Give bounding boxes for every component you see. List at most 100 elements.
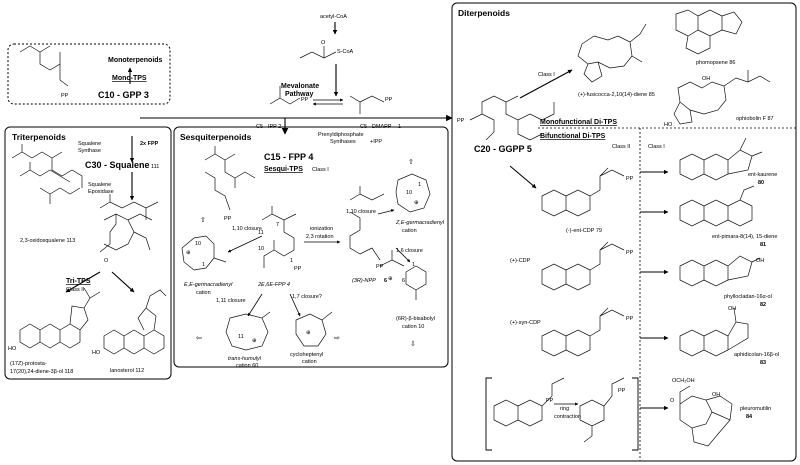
bisabolyl-structure bbox=[379, 250, 427, 300]
cycloheptenyl-structure bbox=[295, 311, 333, 347]
aphidicolanol-structure bbox=[679, 307, 749, 357]
ze-germacradienyl-label-1: Z,E-germacradienyl bbox=[395, 220, 445, 226]
ze-cation-plus: ⊕ bbox=[414, 200, 419, 206]
closure-110-left-label: 1,10 closure bbox=[232, 226, 262, 232]
ee-pos-1: 1 bbox=[202, 262, 205, 268]
ophiobolin-label: ophiobolin F 87 bbox=[736, 116, 774, 122]
phyllocladanol-oh: OH bbox=[756, 258, 764, 264]
squalene-label: C30 - Squalene bbox=[85, 160, 150, 170]
triterpenoids-panel bbox=[4, 126, 172, 380]
precursor-pp-2: PP bbox=[618, 388, 626, 394]
center-pos-11: 11 bbox=[258, 230, 264, 236]
cycloheptenyl-further-arrow: ⇨ bbox=[334, 335, 340, 342]
ze-pos-10: 10 bbox=[406, 190, 412, 196]
squalene-number: 111 bbox=[151, 164, 159, 170]
tri-tps-label: Tri-TPS bbox=[66, 278, 91, 285]
oxidosqualene-label: 2,3-oxidosqualene 113 bbox=[20, 238, 75, 244]
scoa-label: S-CoA bbox=[337, 49, 354, 55]
squalene-structure bbox=[11, 144, 83, 204]
ze-pos-1: 1 bbox=[418, 182, 421, 188]
ze-further-arrow: ⇧ bbox=[408, 158, 414, 166]
pleuromutilin-och2oh: OCH₂OH bbox=[672, 378, 695, 384]
humulyl-pos-11: 11 bbox=[238, 334, 244, 340]
ggpp-structure bbox=[469, 95, 555, 141]
prenyl-synthases-label-1: Prenyldiphosphate bbox=[318, 132, 364, 138]
syn-cdp-structure bbox=[541, 307, 625, 357]
bisabolyl-pos-1: 1 bbox=[412, 262, 415, 268]
fpp-pp: PP bbox=[224, 216, 232, 222]
phomopsene-label: phomopsene 86 bbox=[696, 60, 735, 66]
bisabolyl-pos-6: 6 bbox=[402, 278, 405, 284]
center-pos-7: 7 bbox=[276, 222, 279, 228]
ring-contraction-label-1: ring bbox=[560, 406, 569, 412]
syn-cdp-label: (+)-syn-CDP bbox=[510, 320, 541, 326]
ring-contraction-label-2: contraction bbox=[554, 414, 581, 420]
ipp-label: C5 - IPP 2 bbox=[256, 124, 281, 130]
acetyl-coa-label: acetyl-CoA bbox=[320, 14, 347, 20]
tri-tps-arrow-left bbox=[65, 271, 101, 293]
ent-kaurene-structure bbox=[679, 137, 763, 181]
ent-cdp-pp: PP bbox=[626, 176, 634, 182]
pleuromutilin-structure bbox=[679, 385, 733, 447]
tri-class-label: Class II bbox=[66, 287, 85, 293]
ee-pos-10: 10 bbox=[195, 241, 201, 247]
squalene-synthase-label-1: Squalene bbox=[78, 141, 101, 147]
di-class-i-label: Class I bbox=[648, 144, 665, 150]
precursor-bracket-right bbox=[632, 377, 639, 451]
npp-structure bbox=[349, 186, 385, 261]
cycloheptenyl-label-1: cycloheptenyl bbox=[290, 352, 323, 358]
fpp-structure bbox=[204, 146, 256, 211]
ze-germacradienyl-structure bbox=[395, 173, 431, 213]
ent-cdp-structure bbox=[541, 167, 625, 217]
ze-germacradienyl-label-2: cation bbox=[402, 228, 417, 234]
tri-tps-arrow-right bbox=[111, 271, 135, 293]
pleuromutilin-label-2: 84 bbox=[746, 414, 753, 420]
dmapp-number: 1 bbox=[398, 124, 401, 130]
squalene-epoxidase-label-2: Epoxidase bbox=[88, 189, 114, 195]
carbonyl-o: O bbox=[321, 40, 326, 46]
precursor-bracket-left bbox=[485, 377, 492, 451]
closure-17-arrow bbox=[289, 293, 301, 317]
phyllocladanol-label-1: phyllocladan-16α-ol bbox=[724, 294, 772, 300]
humulyl-structure bbox=[225, 311, 271, 351]
cycloheptenyl-cation-plus: ⊕ bbox=[306, 330, 311, 336]
di-class-ii-label: Class II bbox=[612, 144, 631, 150]
ggpp-label: C20 - GGPP 5 bbox=[474, 144, 532, 154]
di-class-i-top-label: Class I bbox=[538, 72, 555, 78]
protostadienol-label-1: (17Z)-protosta- bbox=[10, 361, 47, 367]
monofunctional-di-tps-label: Monofunctional Di-TPS bbox=[540, 119, 617, 126]
pimaradiene-label-2: 81 bbox=[760, 242, 766, 248]
sesquiterpenoids-panel bbox=[173, 126, 449, 368]
closure-17-label: 1,7 closure? bbox=[292, 294, 322, 300]
humulyl-further-arrow: ⇦ bbox=[196, 335, 202, 342]
diterpenoids-title: Diterpenoids bbox=[458, 8, 510, 18]
plus-cdp-pp: PP bbox=[626, 250, 634, 256]
bisabolyl-label-1: (6R)-β-bisabolyl bbox=[396, 316, 435, 322]
phyllocladanol-label-2: 82 bbox=[760, 302, 766, 308]
two-fpp-label: 2x FPP bbox=[140, 141, 159, 147]
ionization-label-2: 2,3 rotation bbox=[306, 234, 334, 240]
ipp-structure bbox=[269, 86, 301, 105]
bisabolyl-cation-plus: ⊕ bbox=[388, 276, 393, 282]
gpp-pp: PP bbox=[61, 93, 69, 99]
squalene-epoxidase-label-1: Squalene bbox=[88, 182, 111, 188]
closure-16-label: 1,6 closure bbox=[396, 248, 423, 254]
mevalonate-label-1: Mevalonate bbox=[281, 83, 319, 90]
fusicoccadiene-label: (+)-fusicocca-2,10(14)-diene 85 bbox=[578, 92, 655, 98]
ee-germacradienyl-label-2: cation bbox=[196, 290, 211, 296]
plus-ipp-label: +IPP bbox=[370, 139, 382, 145]
closure-110-right-arrow bbox=[377, 209, 395, 215]
center-pos-1: 1 bbox=[290, 258, 293, 264]
mevalonate-label-2: Pathway bbox=[285, 91, 314, 98]
two-e-fpp-label: 2E,6E-FPP 4 bbox=[257, 282, 290, 288]
closure-110-left-arrow bbox=[227, 235, 263, 253]
lanosterol-label: lanosterol 112 bbox=[110, 368, 144, 374]
sesquiterpenoids-title: Sesquiterpenoids bbox=[180, 132, 252, 142]
protostadienol-ho: HO bbox=[8, 346, 17, 352]
center-pp: PP bbox=[294, 266, 302, 272]
dmapp-structure bbox=[349, 95, 385, 114]
fpp-label: C15 - FPP 4 bbox=[264, 152, 313, 162]
phyllocladanol-structure bbox=[679, 255, 761, 287]
oxidosqualene-structure bbox=[99, 194, 159, 253]
